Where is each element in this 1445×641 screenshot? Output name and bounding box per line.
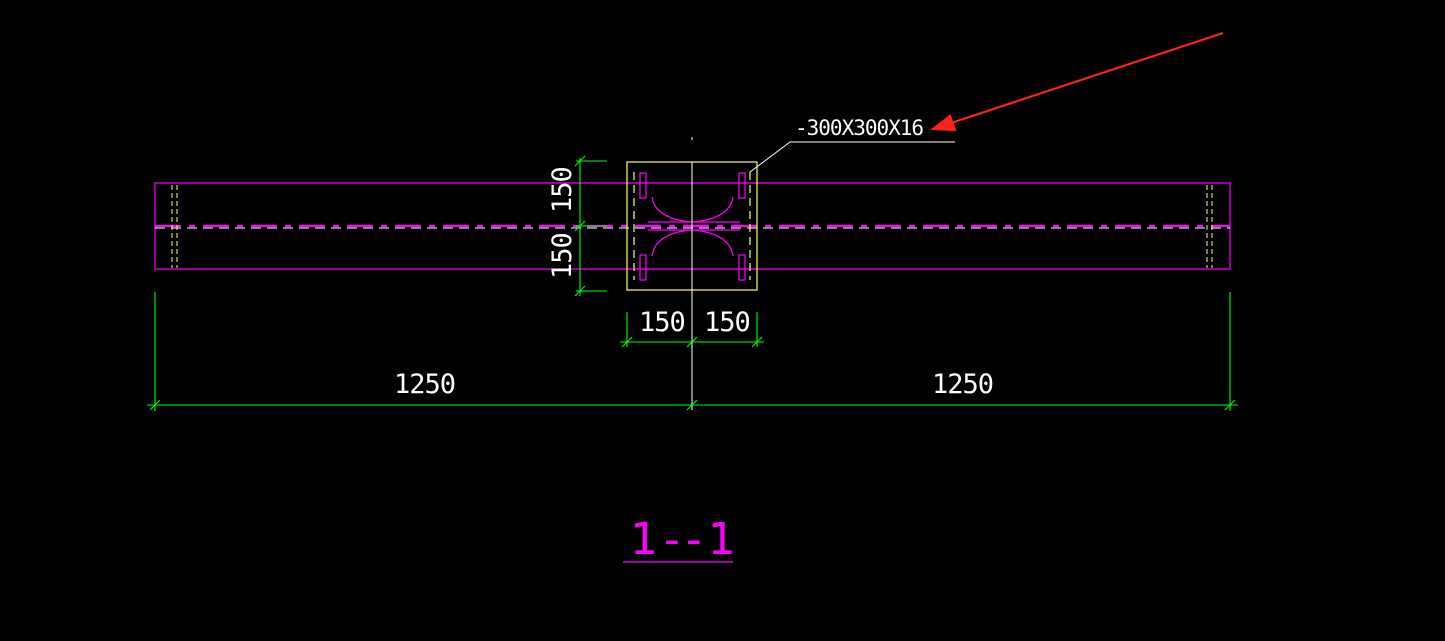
vdim-top-label: 150 — [547, 167, 578, 213]
pdim-tick-right — [751, 336, 763, 348]
section-title: 1--1 — [630, 514, 742, 565]
sdim-tick-right — [1224, 399, 1236, 411]
span-dim-right-label: 1250 — [932, 369, 993, 400]
left-channel-top — [651, 196, 691, 223]
vdim-tick-mid — [574, 220, 586, 232]
leader-diagonal — [749, 141, 791, 173]
plate-dim-left-label: 150 — [639, 307, 685, 338]
pdim-tick-left — [621, 336, 633, 348]
left-bolt-slot-top — [639, 172, 647, 199]
arrow-shaft — [944, 31, 1224, 127]
span-dim-left-label: 1250 — [394, 369, 455, 400]
plate-spec-label: -300X300X16 — [795, 116, 923, 140]
vdim-bottom-label: 150 — [547, 233, 578, 279]
sdim-tick-mid — [686, 399, 698, 411]
beam-end-stiffeners — [171, 185, 1213, 268]
dimension-lines — [147, 155, 1238, 411]
right-channel-top — [693, 196, 734, 223]
left-channel-bottom — [651, 229, 691, 257]
vdim-tick-top — [574, 155, 586, 167]
plate-leader — [749, 141, 955, 173]
sdim-tick-left — [149, 399, 161, 411]
right-bolt-slot-top — [738, 172, 746, 199]
arrow-head — [929, 114, 957, 132]
right-channel-bottom — [693, 229, 734, 257]
vdim-tick-bottom — [574, 285, 586, 297]
channel-sections — [639, 172, 746, 281]
left-bolt-slot-bottom — [639, 254, 647, 281]
pdim-tick-mid — [686, 336, 698, 348]
right-bolt-slot-bottom — [738, 254, 746, 281]
annotation-arrow-icon — [929, 31, 1224, 132]
plate-dim-right-label: 150 — [704, 307, 750, 338]
